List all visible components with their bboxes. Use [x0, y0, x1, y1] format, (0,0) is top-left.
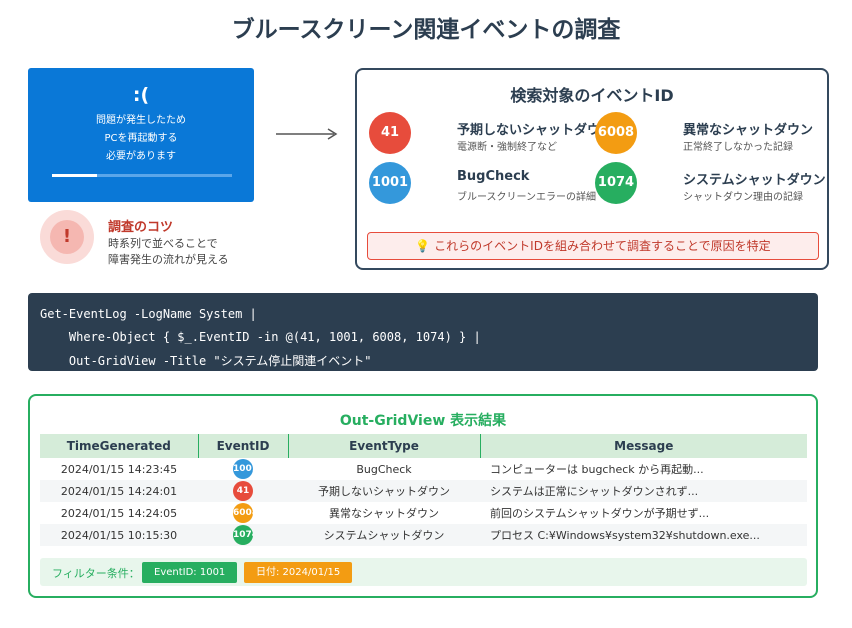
filter-chip-date[interactable]: 日付: 2024/01/15 [244, 562, 353, 583]
event-name: システムシャットダウン [683, 173, 826, 188]
column-header-message[interactable]: Message [480, 434, 807, 458]
bluescreen-line: PCを再起動する [104, 133, 178, 144]
results-title: Out-GridView 表示結果 [339, 413, 507, 429]
tip-title: 調査のコツ [108, 220, 174, 235]
filter-chip-eventid[interactable]: EventID: 1001 [142, 562, 238, 583]
progress-fill [52, 174, 97, 177]
eventtype-cell: システムシャットダウン [288, 524, 480, 546]
gridview-results-panel: Out-GridView 表示結果 TimeGenerated EventID … [28, 394, 818, 598]
column-header-eventtype[interactable]: EventType [288, 434, 481, 458]
event-id-panel: 検索対象のイベントID 41 予期しないシャットダウン 電源断・強制終了など 6… [355, 68, 829, 270]
exclamation-icon: ! [50, 220, 84, 254]
time-cell: 2024/01/15 10:15:30 [40, 524, 198, 546]
code-line: Get-EventLog -LogName System | [40, 307, 257, 321]
event-id-badge: 41 [233, 481, 253, 501]
event-name: BugCheck [457, 169, 530, 184]
eventid-cell: 1001 [198, 458, 288, 480]
event-note-text: これらのイベントIDを組み合わせて調査することで原因を特定 [434, 239, 771, 253]
table-row[interactable]: 2024/01/15 14:23:45 1001 BugCheck コンピュータ… [40, 458, 807, 480]
bluescreen-line: 問題が発生したため [96, 115, 186, 126]
message-cell: コンピューターは bugcheck から再起動... [490, 463, 704, 476]
warning-badge: ! [40, 210, 94, 264]
table-row[interactable]: 2024/01/15 14:24:01 41 予期しないシャットダウン システム… [40, 480, 807, 502]
event-item-41: 41 予期しないシャットダウン 電源断・強制終了など [369, 112, 613, 156]
table-row[interactable]: 2024/01/15 10:15:30 1074 システムシャットダウン プロセ… [40, 524, 807, 546]
powershell-code-block: Get-EventLog -LogName System | Where-Obj… [28, 293, 818, 371]
event-item-1001: 1001 BugCheck ブルースクリーンエラーの詳細 [369, 162, 599, 206]
event-name: 異常なシャットダウン [683, 123, 814, 138]
eventid-cell: 6008 [198, 502, 288, 524]
bluescreen-illustration: :( 問題が発生したため PCを再起動する 必要があります [28, 68, 254, 202]
time-cell: 2024/01/15 14:24:01 [40, 480, 198, 502]
event-id-badge: 1001 [233, 459, 253, 479]
eventtype-cell: 異常なシャットダウン [329, 507, 439, 520]
column-header-eventid[interactable]: EventID [198, 434, 289, 458]
event-item-6008: 6008 異常なシャットダウン 正常終了しなかった記録 [595, 112, 825, 156]
event-id-badge: 1074 [233, 525, 253, 545]
eventid-cell: 1074 [198, 524, 288, 546]
tip-line: 時系列で並べることで [108, 237, 218, 250]
page-title: ブルースクリーン関連イベントの調査 [231, 17, 621, 43]
bluescreen-line: 必要があります [106, 151, 176, 162]
message-cell: システムは正常にシャットダウンされず... [480, 480, 807, 502]
eventtype-cell: BugCheck [356, 462, 412, 476]
time-cell: 2024/01/15 14:24:05 [60, 506, 178, 520]
event-id-badge: 41 [369, 112, 411, 154]
lightbulb-icon: 💡 [415, 239, 431, 253]
event-id-badge: 1074 [595, 162, 637, 204]
code-line: Out-GridView -Title "システム停止関連イベント" [40, 354, 372, 368]
event-id-badge: 1001 [369, 162, 411, 204]
message-cell: プロセス C:¥Windows¥system32¥shutdown.exe... [480, 524, 807, 546]
tip-line: 障害発生の流れが見える [108, 253, 229, 266]
results-table: TimeGenerated EventID EventType Message … [40, 434, 807, 546]
table-header-row: TimeGenerated EventID EventType Message [40, 434, 807, 458]
event-id-badge: 6008 [233, 503, 253, 523]
eventtype-cell: 予期しないシャットダウン [288, 480, 480, 502]
event-id-badge: 6008 [595, 112, 637, 154]
tip-text: 時系列で並べることで 障害発生の流れが見える [108, 236, 229, 268]
event-item-1074: 1074 システムシャットダウン シャットダウン理由の記録 [595, 162, 826, 206]
sad-face: :( [132, 84, 150, 106]
eventid-cell: 41 [198, 480, 288, 502]
event-desc: 電源断・強制終了など [457, 142, 557, 153]
code-line: Where-Object { $_.EventID -in @(41, 1001… [40, 330, 481, 344]
event-desc: 正常終了しなかった記録 [683, 142, 793, 153]
event-desc: シャットダウン理由の記録 [683, 192, 803, 203]
message-cell: 前回のシステムシャットダウンが予期せず... [490, 507, 710, 520]
table-row[interactable]: 2024/01/15 14:24:05 6008 異常なシャットダウン 前回のシ… [40, 502, 807, 524]
event-id-panel-title: 検索対象のイベントID [510, 86, 674, 105]
column-header-timegenerated[interactable]: TimeGenerated [40, 434, 199, 458]
arrow-right-icon [276, 128, 338, 140]
progress-bar [52, 174, 232, 177]
time-cell: 2024/01/15 14:23:45 [60, 462, 178, 476]
event-note: 💡 これらのイベントIDを組み合わせて調査することで原因を特定 [367, 232, 819, 260]
event-desc: ブルースクリーンエラーの詳細 [457, 192, 596, 203]
bluescreen-message: 問題が発生したため PCを再起動する 必要があります [28, 112, 254, 166]
filter-label: フィルター条件： [52, 567, 140, 580]
filter-bar: フィルター条件： EventID: 1001 日付: 2024/01/15 [40, 558, 807, 586]
event-name: 予期しないシャットダウン [457, 123, 614, 138]
